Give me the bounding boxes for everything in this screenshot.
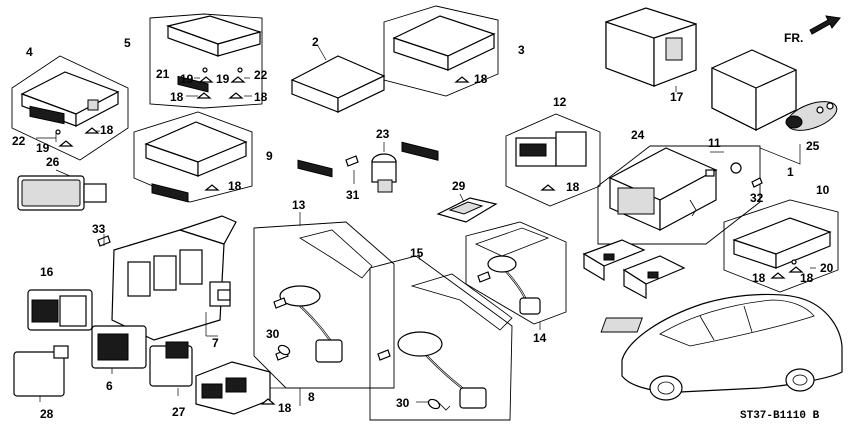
callout-32: 32 bbox=[750, 191, 764, 205]
callout-18-e: 18 bbox=[228, 179, 242, 193]
part-4-fasteners bbox=[36, 127, 100, 147]
callout-7: 7 bbox=[212, 336, 219, 350]
callout-4: 4 bbox=[26, 45, 33, 59]
callout-17: 17 bbox=[670, 90, 684, 104]
part-17-unit bbox=[605, 7, 697, 92]
callout-9: 9 bbox=[266, 149, 273, 163]
part-30-bulb-upper bbox=[277, 344, 291, 356]
part-12-switch bbox=[505, 113, 601, 207]
callout-5: 5 bbox=[124, 36, 131, 50]
callout-27: 27 bbox=[172, 405, 186, 419]
callout-22-b: 22 bbox=[254, 68, 268, 82]
part-11-bulb bbox=[705, 151, 742, 177]
callout-30-a: 30 bbox=[266, 327, 280, 341]
part-29-cover bbox=[436, 193, 498, 223]
callout-8: 8 bbox=[308, 390, 315, 404]
callout-18-h: 18 bbox=[800, 271, 814, 285]
callout-11: 11 bbox=[708, 136, 721, 150]
part-5-switch-panel bbox=[149, 13, 263, 109]
callout-10: 10 bbox=[816, 183, 830, 197]
part-16-switch bbox=[27, 289, 93, 331]
part-6-switch bbox=[91, 325, 147, 374]
part-32-screw bbox=[751, 177, 763, 188]
callout-28: 28 bbox=[40, 407, 54, 421]
part-30-bulb-lower bbox=[416, 398, 441, 410]
part-23-switch bbox=[371, 142, 397, 193]
direction-arrow bbox=[809, 15, 841, 35]
diagram-code: ST37-B1110 B bbox=[740, 410, 820, 422]
callout-18-d: 18 bbox=[474, 72, 488, 86]
callout-13: 13 bbox=[292, 198, 306, 212]
callout-19-a: 19 bbox=[36, 141, 50, 155]
part-25-key-fob bbox=[785, 101, 838, 131]
callout-18-i: 18 bbox=[278, 401, 292, 415]
part-33-screw bbox=[97, 234, 111, 247]
callout-22-a: 22 bbox=[12, 134, 26, 148]
callout-2: 2 bbox=[312, 35, 319, 49]
callout-30-b: 30 bbox=[396, 396, 410, 410]
callout-20: 20 bbox=[820, 261, 834, 275]
callout-1: 1 bbox=[787, 165, 794, 179]
part-3-switch-panel bbox=[383, 5, 499, 161]
car-silhouette bbox=[600, 293, 843, 401]
callout-31: 31 bbox=[346, 188, 360, 202]
part-28-blank-cover bbox=[13, 345, 69, 402]
connector-group bbox=[582, 239, 686, 300]
part-31-screw bbox=[345, 155, 359, 184]
callout-14: 14 bbox=[533, 331, 547, 345]
part-4-switch-panel bbox=[11, 55, 129, 161]
callout-29: 29 bbox=[452, 179, 466, 193]
part-7-clip bbox=[206, 289, 231, 337]
callout-19-b: 19 bbox=[180, 72, 194, 86]
callout-labels: 1 2 3 4 5 6 7 8 9 10 11 12 13 14 15 16 1… bbox=[12, 35, 834, 421]
part-5-fasteners bbox=[186, 67, 252, 99]
callout-16: 16 bbox=[40, 265, 54, 279]
callout-24: 24 bbox=[631, 128, 645, 142]
callout-18-f: 18 bbox=[566, 180, 580, 194]
part-27-switch bbox=[149, 341, 193, 396]
callout-18-g: 18 bbox=[752, 271, 766, 285]
direction-label: FR. bbox=[784, 31, 803, 45]
callout-12: 12 bbox=[553, 95, 567, 109]
callout-15: 15 bbox=[410, 246, 424, 260]
part-24-pocket bbox=[597, 145, 761, 245]
callout-33: 33 bbox=[92, 222, 106, 236]
callout-18-c: 18 bbox=[254, 90, 268, 104]
callout-25: 25 bbox=[806, 139, 820, 153]
callout-3: 3 bbox=[518, 43, 525, 57]
part-14-harness bbox=[465, 221, 567, 330]
part-1-unit bbox=[711, 49, 801, 165]
part-10-switch bbox=[723, 199, 839, 293]
callout-23: 23 bbox=[376, 127, 390, 141]
part-15-harness bbox=[369, 247, 513, 421]
callout-21: 21 bbox=[156, 67, 170, 81]
callout-26: 26 bbox=[46, 155, 60, 169]
callout-18-a: 18 bbox=[100, 123, 114, 137]
callout-19-c: 19 bbox=[216, 72, 230, 86]
part-13-harness bbox=[253, 212, 395, 389]
part-9-switch-panel bbox=[133, 111, 253, 203]
center-bezel bbox=[111, 215, 237, 341]
part-8-switch bbox=[195, 361, 301, 415]
part-26-switch bbox=[17, 169, 107, 211]
callout-18-b: 18 bbox=[170, 90, 184, 104]
part-2-switch-panel bbox=[290, 45, 386, 178]
callout-6: 6 bbox=[106, 379, 113, 393]
